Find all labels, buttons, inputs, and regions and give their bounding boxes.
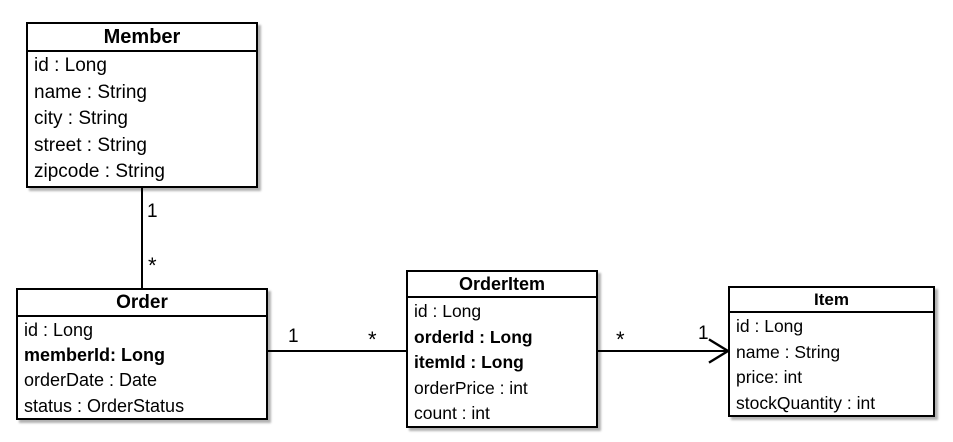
multiplicity-member-order-target: * [148, 253, 157, 278]
attribute-row: zipcode : String [34, 161, 165, 183]
attribute-row: itemId : Long [414, 352, 524, 373]
attribute-row: id : Long [414, 301, 482, 321]
multiplicity-order-orderitem-source: 1 [288, 326, 299, 347]
class-attributes-order: id : Long memberId: Long orderDate : Dat… [18, 317, 266, 420]
attribute-row: orderPrice : int [414, 377, 528, 398]
class-title-order: Order [18, 290, 266, 317]
attribute-row: name : String [34, 81, 147, 103]
class-attributes-item: id : Long name : String price: int stock… [730, 313, 933, 417]
attribute-row: stockQuantity : int [736, 392, 876, 413]
uml-class-member[interactable]: Member id : Long name : String city : St… [26, 22, 258, 188]
attribute-row: status : OrderStatus [24, 395, 185, 416]
multiplicity-orderitem-item-source: * [616, 327, 625, 352]
uml-class-item[interactable]: Item id : Long name : String price: int … [728, 286, 935, 417]
multiplicity-order-orderitem-target: * [368, 327, 377, 352]
attribute-row: orderId : Long [414, 326, 533, 347]
association-line-member-order [141, 188, 143, 290]
attribute-row: street : String [34, 134, 147, 156]
association-line-orderitem-item [598, 350, 726, 352]
class-attributes-member: id : Long name : String city : String st… [28, 52, 256, 187]
attribute-row: id : Long [24, 320, 94, 340]
multiplicity-orderitem-item-target: 1 [698, 323, 709, 344]
uml-class-order[interactable]: Order id : Long memberId: Long orderDate… [16, 288, 268, 420]
attribute-row: id : Long [736, 316, 804, 336]
uml-class-orderitem[interactable]: OrderItem id : Long orderId : Long itemI… [406, 270, 598, 428]
class-attributes-orderitem: id : Long orderId : Long itemId : Long o… [408, 298, 596, 428]
class-title-item: Item [730, 288, 933, 313]
class-title-orderitem: OrderItem [408, 272, 596, 298]
class-title-member: Member [28, 24, 256, 52]
attribute-row: city : String [34, 108, 128, 130]
multiplicity-member-order-source: 1 [147, 201, 158, 222]
association-line-order-orderitem [268, 350, 408, 352]
attribute-row: memberId: Long [24, 345, 166, 366]
attribute-row: price: int [736, 367, 803, 388]
attribute-row: orderDate : Date [24, 370, 158, 391]
attribute-row: name : String [736, 341, 841, 362]
attribute-row: id : Long [34, 55, 107, 76]
attribute-row: count : int [414, 403, 490, 424]
